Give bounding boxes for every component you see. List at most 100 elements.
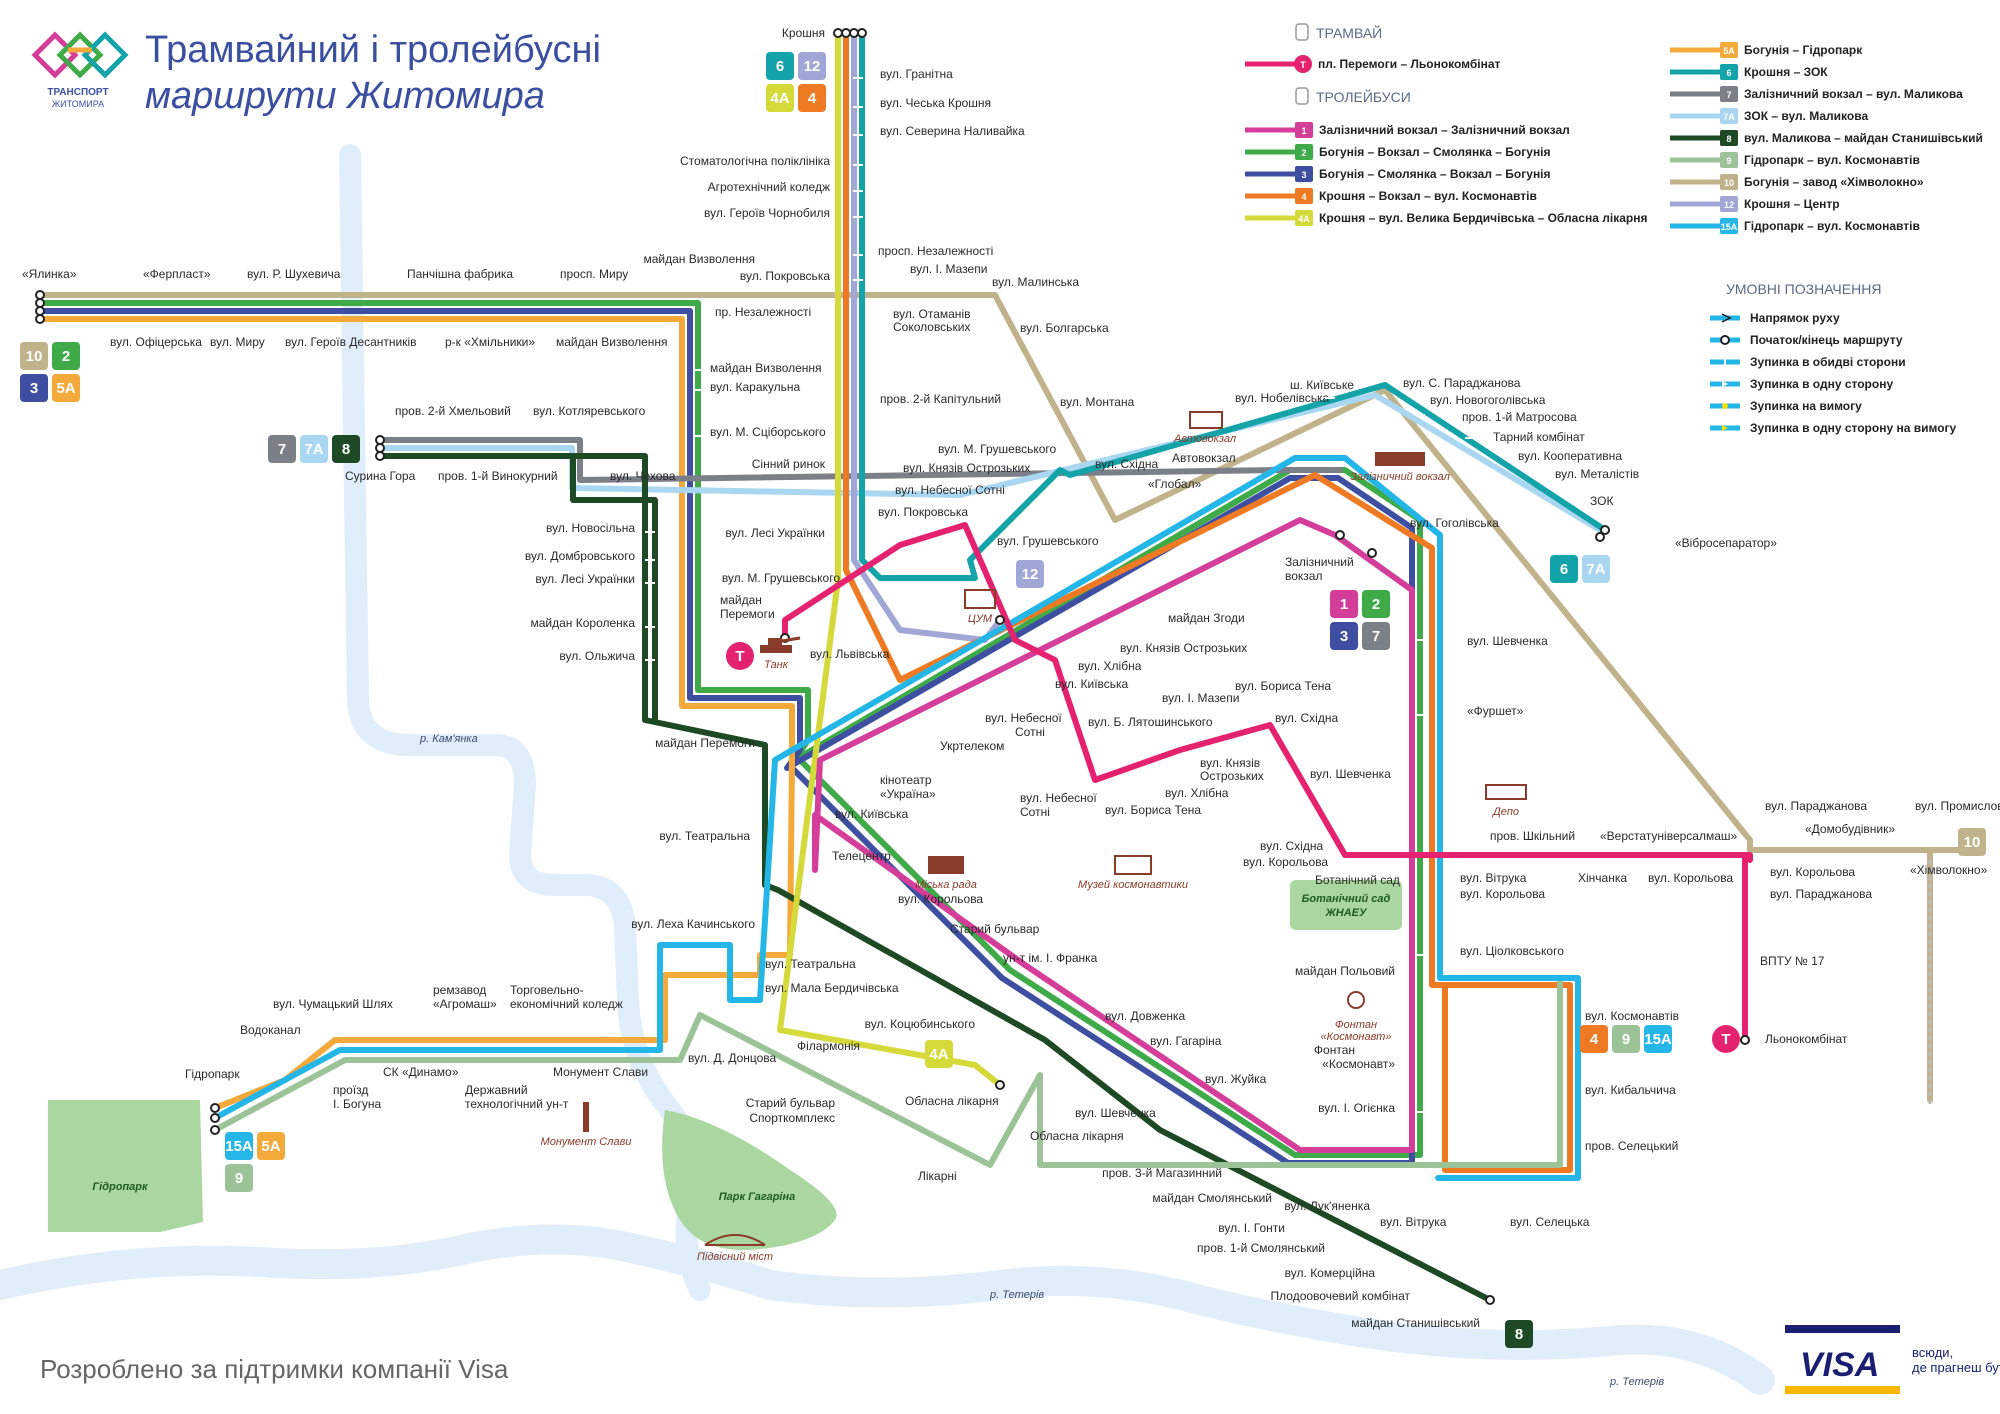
stop-lesi-ukrainky-v[interactable]: вул. Лесі Українки [725,526,825,540]
stop-maidan-vyzvolennia-v[interactable]: майдан Визволення [710,361,822,375]
stop-vitruka-b[interactable]: вул. Вітрука [1380,1215,1447,1229]
stop-tarnyi[interactable]: Тарний комбінат [1493,430,1585,444]
stop-sinnyi-rynok[interactable]: Сінний ринок [752,457,826,471]
stop-suryna-hora[interactable]: Сурина Гора [345,469,416,483]
route-badge-6[interactable]: 6 [766,52,794,80]
stop-lvivska[interactable]: вул. Львівська [810,647,890,661]
stop-promyslova[interactable]: вул. Промислова [1915,799,2000,813]
route-badge-7А[interactable]: 7А [300,435,328,463]
route-badge-4А[interactable]: 4А [925,1040,953,1068]
stop-teatralna-b[interactable]: вул. Театральна [765,957,856,971]
stop-metalistiv[interactable]: вул. Металістів [1555,467,1639,481]
stop-kyivske[interactable]: ш. Київське [1290,378,1354,392]
stop-lesi-ukrainky-l[interactable]: вул. Лесі Українки [535,572,635,586]
stop-vitruka[interactable]: вул. Вітрука [1460,871,1527,885]
stop-koroliova-2[interactable]: вул. Корольова [1460,887,1545,901]
stop-panchishna[interactable]: Панчішна фабрика [407,267,513,281]
stop-malynska[interactable]: вул. Малинська [992,275,1079,289]
stop-vynokurnyi[interactable]: пров. 1-й Винокурний [438,469,558,483]
stop-mazepy[interactable]: вул. І. Мазепи [910,262,987,276]
stop-stomat[interactable]: Стоматологічна поліклініка [680,154,830,168]
stop-ostrozkykh-c[interactable]: вул. Князів Острозьких [1120,641,1247,655]
stop-shukhevycha[interactable]: вул. Р. Шухевича [247,267,341,281]
stop-un-t-franka[interactable]: ун-т ім. І. Франка [1003,951,1098,965]
stop-dontsova[interactable]: вул. Д. Донцова [688,1051,777,1065]
stop-shevchenka-r[interactable]: вул. Шевченка [1467,634,1548,648]
stop-kinoteatr-2[interactable]: «Україна» [880,787,936,801]
stop-nebesnoi-sotni-2[interactable]: Сотні [1015,725,1045,739]
stop-novosilna[interactable]: вул. Новосільна [546,521,635,535]
stop-pokrovska[interactable]: вул. Покровська [740,269,830,283]
stop-zaliznychnyi-2[interactable]: вокзал [1285,569,1322,583]
stop-teatralna-l[interactable]: вул. Театральна [659,829,750,843]
route-10-line[interactable] [37,292,1983,1103]
stop-dombrovskoho[interactable]: вул. Домбровського [525,549,635,563]
route-8-spur[interactable] [570,453,658,723]
stop-haharina[interactable]: вул. Гагаріна [1150,1034,1222,1048]
stop-pokrovska-12[interactable]: вул. Покровська [878,505,968,519]
stop-derzhavnyi-1[interactable]: Державний [465,1083,528,1097]
stop-matrosova[interactable]: пров. 1-й Матросова [1462,410,1577,424]
stop-borysa-tena-1[interactable]: вул. Бориса Тена [1235,679,1331,693]
stop-mala-berd[interactable]: вул. Мала Бердичівська [765,981,899,995]
route-badge-9[interactable]: 9 [1612,1025,1640,1053]
stop-remzavod-1[interactable]: ремзавод [433,983,486,997]
stop-ostrozkykh-r-1[interactable]: вул. Князів [1200,756,1260,770]
stop-shevchenka-m[interactable]: вул. Шевченка [1310,767,1391,781]
stop-hlobal[interactable]: «Глобал» [1148,477,1202,491]
stop-nobelivska[interactable]: вул. Нобелівська [1235,391,1330,405]
route-badge-12[interactable]: 12 [1016,560,1044,588]
stop-hoholivska[interactable]: вул. Гоголівська [1410,516,1499,530]
stop-paradzhanova-r[interactable]: вул. Параджанова [1765,799,1867,813]
stop-komertsiina[interactable]: вул. Комерційна [1285,1266,1376,1280]
stop-ofitserska[interactable]: вул. Офіцерська [110,335,202,349]
stop-dombudivnyk[interactable]: «Домобудівник» [1805,822,1895,836]
route-badge-Т[interactable]: Т [1712,1025,1740,1053]
stop-staryi-bulvar-2[interactable]: Старий бульвар [746,1096,836,1110]
stop-khinchanka[interactable]: Хінчанка [1578,871,1627,885]
logo[interactable]: ТРАНСПОРТ ЖИТОМИРА [31,31,129,109]
route-badge-8[interactable]: 8 [332,435,360,463]
stop-maidan-peremohy[interactable]: майдан Перемоги [655,736,755,750]
stop-maidan-zhody[interactable]: майдан Згоди [1168,611,1245,625]
stop-nezalezhnosti-prosp[interactable]: просп. Незалежності [878,244,993,258]
stop-botanichnyi[interactable]: Ботанічний сад [1315,873,1400,887]
stop-yalynka[interactable]: «Ялинка» [22,267,77,281]
stop-kosmonavtiv[interactable]: вул. Космонавтів [1585,1009,1679,1023]
stop-karakulna[interactable]: вул. Каракульна [710,380,801,394]
stop-agrotech[interactable]: Агротехнічний коледж [708,180,830,194]
route-15a-line[interactable] [212,455,1581,1181]
stop-stsiborskoho[interactable]: вул. М. Сціборського [710,425,826,439]
route-badge-3[interactable]: 3 [20,374,48,402]
stop-paradzhanova-r2[interactable]: вул. Параджанова [1770,887,1872,901]
route-7a-line[interactable] [377,392,1603,533]
stop-maidan-smolianskyi[interactable]: майдан Смолянський [1152,1191,1272,1205]
stop-maidan-polovyi[interactable]: майдан Польовий [1295,964,1395,978]
route-badge-7[interactable]: 7 [1362,622,1390,650]
stop-hrushevskoho-v[interactable]: вул. М. Грушевського [722,571,841,585]
stop-myru[interactable]: вул. Миру [210,335,265,349]
stop-remzavod-2[interactable]: «Агромаш» [433,997,497,1011]
stop-oblasna-likarnia[interactable]: Обласна лікарня [905,1094,999,1108]
route-badge-15А[interactable]: 15А [1644,1025,1672,1053]
stop-nebesnoi-sotni-r-1[interactable]: вул. Небесної [1020,791,1097,805]
route-badge-10[interactable]: 10 [20,342,48,370]
stop-nebesnoi-sotni-12[interactable]: вул. Небесної Сотні [895,483,1005,497]
stop-lukianenka[interactable]: вул. Лук'яненка [1284,1199,1370,1213]
stop-kooperatyvna[interactable]: вул. Кооперативна [1518,449,1622,463]
stop-nebesnoi-sotni-1[interactable]: вул. Небесної [985,711,1062,725]
route-badge-9[interactable]: 9 [225,1164,253,1192]
stop-avtovokzal[interactable]: Автовокзал [1172,451,1236,465]
stop-lekha[interactable]: вул. Леха Качинського [631,917,755,931]
stop-kapitulnyi[interactable]: пров. 2-й Капітульний [880,392,1001,406]
route-badge-4А[interactable]: 4А [766,84,794,112]
stop-shkilnyi[interactable]: пров. Шкільний [1490,829,1575,843]
